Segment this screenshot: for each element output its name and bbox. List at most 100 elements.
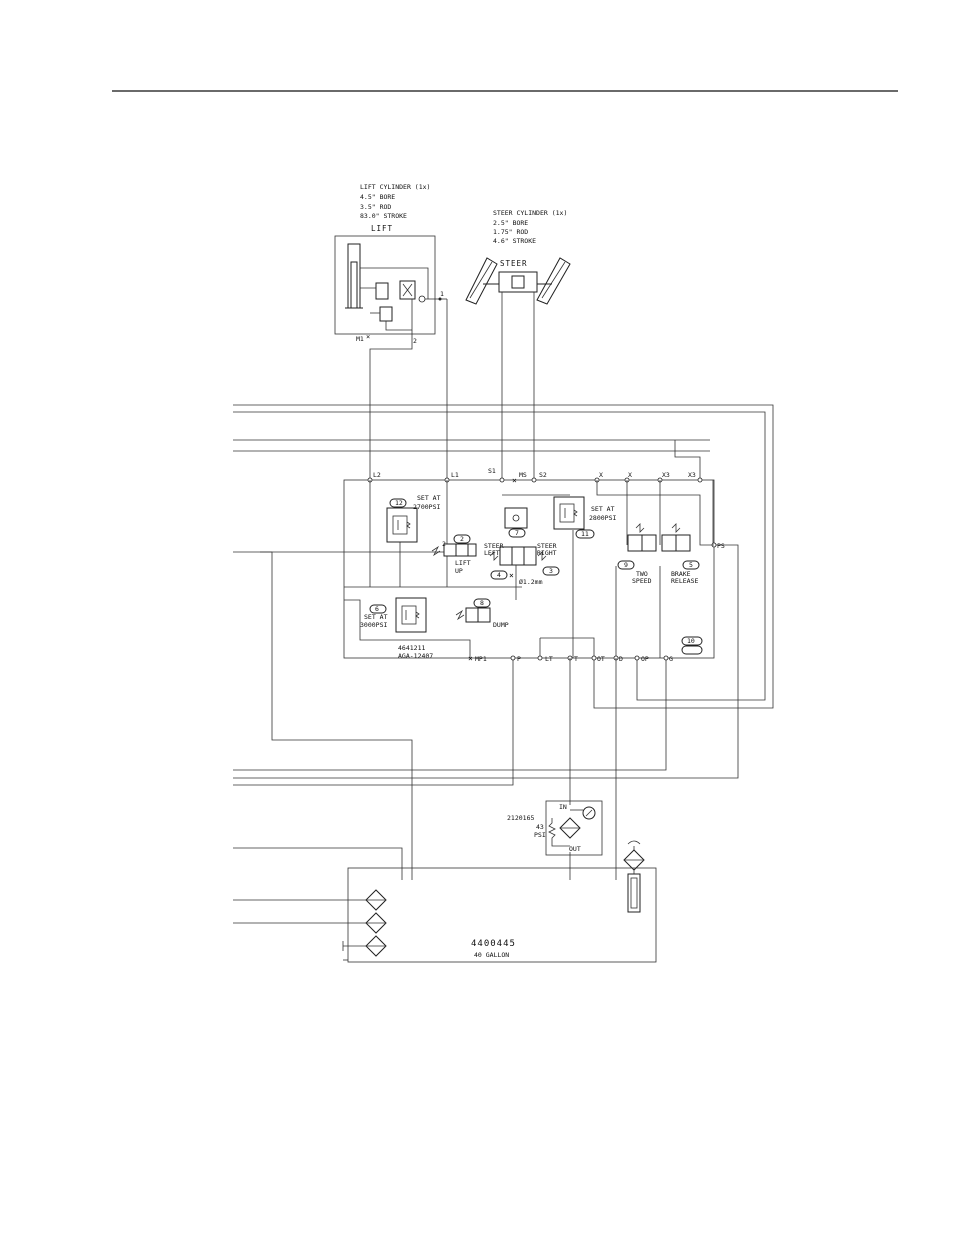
sight-gauge — [627, 873, 641, 913]
two-speed-valve-b — [641, 534, 657, 552]
manifold-part-number-2: AGA-12407 — [398, 652, 433, 660]
filter-psi-unit: PSI — [534, 831, 546, 839]
relief-steer-line2: 2800PSI — [589, 514, 616, 522]
callout-4 — [490, 570, 508, 580]
callout-5-text: 5 — [689, 561, 693, 569]
brake-release-valve: 5 BRAKE RELEASE — [661, 523, 700, 585]
filter-psi-value: 43 — [536, 823, 544, 831]
lift-cylinder-rod: 3.5" ROD — [360, 203, 391, 211]
callout-11-text: 11 — [581, 530, 589, 538]
callout-6-text: 6 — [375, 605, 379, 613]
port-d: D — [619, 655, 623, 663]
manifold-part-number: 4641211 — [398, 644, 425, 652]
lift-up-label-2: UP — [455, 567, 463, 575]
tank-breather — [623, 840, 645, 913]
brake-line2: RELEASE — [671, 577, 698, 585]
steer-cylinder-title: STEER CYLINDER (1x) — [493, 209, 567, 217]
lift-up-valve-right — [455, 543, 469, 557]
lift-cylinder-spec: LIFT CYLINDER (1x) 4.5" BORE 3.5" ROD 83… — [360, 183, 430, 220]
steer-cylinder-piston — [511, 275, 525, 289]
brake-line1: BRAKE — [671, 570, 691, 578]
lift-cylinder-bore: 4.5" BORE — [360, 193, 395, 201]
manifold-bottom-ports: ×MP1 P LT T OT D OP G — [468, 654, 673, 663]
two-speed-valve: 9 TWO SPEED — [617, 523, 657, 585]
tank-part-number: 4400445 — [471, 939, 516, 949]
port-mp1: MP1 — [475, 655, 487, 663]
callout-12 — [389, 498, 407, 508]
callout-10-text: 10 — [687, 637, 695, 645]
strainer-1 — [365, 889, 387, 911]
steer-cylinder-rod: 1.75" ROD — [493, 228, 528, 236]
dump-valve: 8 DUMP — [455, 598, 509, 629]
manifold-top-ports: L2 L1 S1 ×MS S2 X X X3 X3 PS — [367, 467, 725, 550]
brake-valve-b — [675, 534, 691, 552]
filter-in-label: IN — [559, 803, 567, 811]
relief-valve-lift-symbol — [386, 507, 418, 543]
lift-port-m1: M1 — [356, 335, 364, 343]
dump-valve-left — [465, 607, 479, 623]
steer-right-1: STEER — [537, 542, 557, 550]
relief-lift-line2: 2700PSI — [413, 503, 440, 511]
callout-8-text: 8 — [480, 599, 484, 607]
steer-wheel-right — [536, 257, 571, 305]
callout-8 — [473, 598, 491, 608]
svg-text:×: × — [512, 476, 517, 485]
port-s2: S2 — [539, 471, 547, 479]
svg-text:×: × — [366, 333, 370, 341]
steer-valve-center — [511, 546, 525, 566]
relief-valve-steer-symbol — [553, 496, 585, 530]
port-ot: OT — [597, 655, 605, 663]
port-ms: MS — [519, 471, 527, 479]
relief-main-line1: SET AT — [364, 613, 388, 621]
lift-label: LIFT — [371, 224, 393, 233]
lift-up-label-1: LIFT — [455, 559, 471, 567]
port-lt: LT — [545, 655, 553, 663]
callout-7-text: 7 — [515, 529, 519, 537]
callout-6 — [369, 604, 387, 614]
hydraulic-tank: 4400445 40 GALLON — [233, 867, 657, 963]
relief-main-line2: 3000PSI — [360, 621, 387, 629]
manifold-outline — [343, 479, 715, 659]
port-x3-b: X3 — [688, 471, 696, 479]
hose-lines — [233, 404, 774, 880]
port-x-a: X — [599, 471, 603, 479]
relief-valve-lift: 12 SET AT 2700PSI — [386, 494, 441, 543]
port-s1: S1 — [488, 467, 496, 475]
relief-valve-steer: 11 SET AT 2800PSI — [553, 496, 616, 539]
two-speed-line1: TWO — [636, 570, 648, 578]
brake-valve-a — [661, 534, 677, 552]
callout-3-text: 3 — [549, 567, 553, 575]
callout-10 — [681, 636, 703, 646]
port-l2: L2 — [373, 471, 381, 479]
two-speed-valve-a — [627, 534, 643, 552]
steer-valve: 7 STEER LEFT STEER RIGHT 4 3 × Ø1.2mm — [484, 507, 560, 600]
port-x3-a: X3 — [662, 471, 670, 479]
lift-check-ball — [418, 295, 426, 303]
tank-outline — [347, 867, 657, 963]
lift-cylinder-rod — [350, 261, 358, 309]
steer-wheel-left — [465, 257, 498, 305]
dump-valve-right — [477, 607, 491, 623]
filter-element — [559, 817, 581, 839]
port-x-b: X — [628, 471, 632, 479]
callout-4-text: 4 — [497, 571, 501, 579]
two-speed-line2: SPEED — [632, 577, 652, 585]
steer-cylinder-body — [498, 271, 538, 293]
port-l1: L1 — [451, 471, 459, 479]
lift-lowering-valve — [379, 306, 393, 322]
relief-lift-line1: SET AT — [417, 494, 441, 502]
port-t: T — [574, 655, 578, 663]
relief-valve-main: 6 SET AT 3000PSI — [360, 597, 427, 633]
lift-port-1: 1 — [440, 290, 444, 298]
callout-9-text: 9 — [624, 561, 628, 569]
lift-cylinder-title: LIFT CYLINDER (1x) — [360, 183, 430, 191]
callout-5 — [682, 560, 700, 570]
svg-text:×: × — [509, 571, 514, 580]
steer-cylinder-bore: 2.5" BORE — [493, 219, 528, 227]
steer-left-2: LEFT — [484, 549, 500, 557]
filter-out-label: OUT — [569, 845, 581, 853]
lift-block-outline — [334, 235, 436, 335]
filter-part-number: 2120165 — [507, 814, 534, 822]
lift-cylinder-body — [347, 243, 361, 309]
